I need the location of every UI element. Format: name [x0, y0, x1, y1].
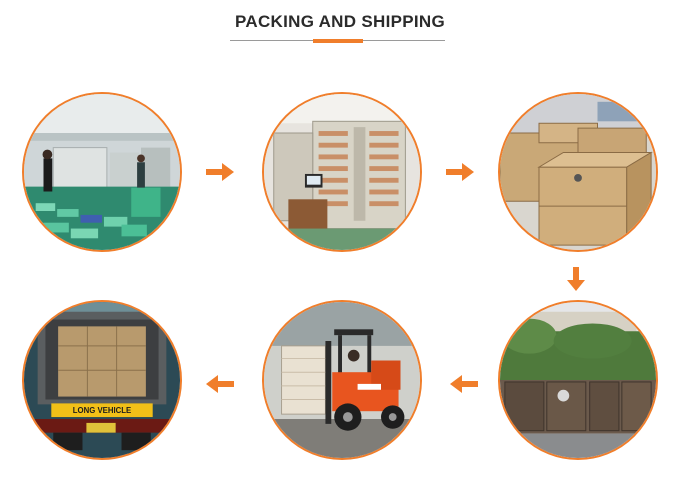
step-forklift-loading [262, 300, 422, 460]
forklift-photo [264, 302, 420, 458]
workshop-photo [24, 94, 180, 250]
testing-photo [264, 94, 420, 250]
arrow-right-icon [446, 163, 474, 181]
container-photo: LONG VEHICLE [24, 302, 180, 458]
page-title: PACKING AND SHIPPING [234, 12, 446, 31]
arrow-left-icon [206, 375, 234, 393]
step-production-workshop [22, 92, 182, 252]
step-container-loading: LONG VEHICLE [22, 300, 182, 460]
arrow-down-icon [567, 267, 585, 291]
step-palletized-cartons [498, 300, 658, 460]
crates-photo [500, 94, 656, 250]
title-accent-bar [313, 39, 363, 43]
step-testing-cabinets [262, 92, 422, 252]
pallets-photo [500, 302, 656, 458]
svg-text:LONG VEHICLE: LONG VEHICLE [73, 406, 131, 415]
step-wooden-crates [498, 92, 658, 252]
arrow-right-icon [206, 163, 234, 181]
arrow-left-icon [450, 375, 478, 393]
